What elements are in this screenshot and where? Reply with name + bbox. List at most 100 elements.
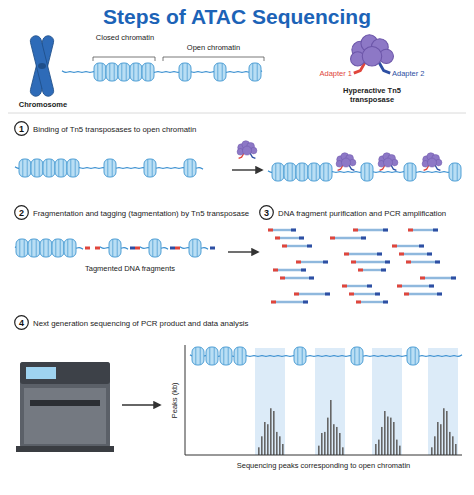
nucleosome — [40, 239, 52, 257]
peak-bar — [434, 436, 436, 455]
nucleosome-body — [407, 347, 419, 365]
nucleosome-wrap — [452, 164, 453, 181]
peak-bar — [270, 408, 272, 455]
nucleosome-body — [31, 159, 43, 177]
peak-bar — [387, 417, 389, 456]
peak-bar — [339, 433, 341, 455]
adapter-tag — [130, 247, 135, 250]
nucleosome-wrap — [223, 348, 224, 365]
adapter-tag — [353, 229, 358, 232]
peak-bar — [276, 432, 278, 455]
nucleosome-wrap — [112, 160, 113, 177]
dna-fragment — [397, 285, 434, 288]
flow-arrow — [228, 251, 258, 252]
nucleosome-wrap — [24, 240, 25, 257]
adapter-tag — [307, 245, 312, 248]
nucleosome — [28, 239, 40, 257]
step-description: Next generation sequencing of PCR produc… — [33, 318, 248, 327]
fragment-body — [294, 293, 330, 295]
adapter-tag — [361, 237, 366, 240]
nucleosome-wrap — [147, 160, 148, 177]
dna-fragment — [404, 293, 442, 296]
dna-fragment — [273, 269, 306, 272]
nucleosome-body — [118, 63, 130, 81]
nucleosome-wrap — [311, 164, 312, 181]
peak-bar — [327, 418, 329, 455]
peak-bar — [381, 427, 383, 455]
nucleosome — [43, 159, 55, 177]
nucleosome-wrap — [195, 348, 196, 365]
fragment-body — [271, 301, 308, 303]
nucleosome-body — [130, 63, 142, 81]
step-description: Binding of Tn5 transposases to open chro… — [33, 124, 196, 133]
peak-bar — [258, 447, 260, 455]
adapter-tag — [170, 247, 175, 250]
nucleosome — [118, 63, 130, 81]
nucleosome-wrap — [280, 164, 281, 181]
nucleosome — [55, 159, 67, 177]
nucleosome-body — [308, 163, 320, 181]
step-description: DNA fragment purification and PCR amplif… — [278, 208, 446, 217]
nucleosome — [449, 163, 461, 181]
adapter-tag — [435, 261, 440, 264]
bracket — [163, 57, 264, 61]
fragment-body — [280, 277, 314, 279]
dna-fragment — [358, 269, 386, 272]
chromatid — [29, 35, 55, 98]
nucleosome — [220, 347, 232, 365]
nucleosome-wrap — [275, 164, 276, 181]
nucleosome-body — [55, 159, 67, 177]
step-circle — [15, 206, 29, 220]
nucleosome — [16, 239, 28, 257]
nucleosome-wrap — [359, 348, 360, 365]
axis-label: Peaks (kb) — [171, 365, 180, 435]
nucleosome-body — [149, 239, 161, 257]
fragment-body — [404, 293, 442, 295]
nucleosome-body — [52, 239, 64, 257]
adapter-tag — [427, 253, 432, 256]
step-circle — [15, 316, 29, 330]
nucleosome-wrap — [192, 240, 193, 257]
sequencer-base — [16, 446, 114, 452]
peak-bar — [455, 444, 457, 455]
nucleosome-wrap — [287, 164, 288, 181]
nucleosome-wrap — [112, 240, 113, 257]
step-description: Fragmentation and tagging (tagmentation)… — [33, 208, 249, 217]
adapter-tag — [351, 261, 356, 264]
dna-fragment — [268, 229, 296, 232]
adapter-tag — [367, 285, 372, 288]
adapter-tag — [135, 247, 140, 250]
step-circle — [15, 122, 29, 136]
step-number: 4Next generation sequencing of PCR produ… — [14, 315, 29, 330]
nucleosome-body — [361, 163, 373, 181]
tn5-subunit — [243, 146, 252, 155]
tn5-subunit — [362, 47, 382, 67]
chromosome — [29, 35, 55, 98]
nucleosome — [104, 159, 116, 177]
adapter-tag — [381, 269, 386, 272]
annotation-label: Hyperactive Tn5 transposase — [327, 87, 417, 104]
adapter-tag — [344, 253, 349, 256]
nucleosome-wrap — [222, 64, 223, 81]
nucleosome-wrap — [410, 348, 411, 365]
step-circle — [260, 206, 274, 220]
adapter-tag — [291, 229, 296, 232]
nucleosome-wrap — [150, 64, 151, 81]
nucleosome-wrap — [412, 164, 413, 181]
nucleosome-wrap — [27, 160, 28, 177]
nucleosome-wrap — [145, 64, 146, 81]
nucleosome-wrap — [19, 240, 20, 257]
nucleosome-wrap — [51, 160, 52, 177]
dna-fragment — [271, 301, 308, 304]
nucleosome-wrap — [102, 64, 103, 81]
nucleosome — [144, 159, 156, 177]
nucleosome-wrap — [209, 348, 210, 365]
adapter-tag — [296, 261, 301, 264]
annotation-label: Adapter 1 — [300, 70, 352, 79]
peak-bar — [264, 422, 266, 455]
nucleosome — [284, 163, 296, 181]
flow-arrow — [232, 169, 262, 170]
nucleosome — [31, 159, 43, 177]
adapter-tag — [330, 237, 335, 240]
adapter-tag — [323, 261, 328, 264]
